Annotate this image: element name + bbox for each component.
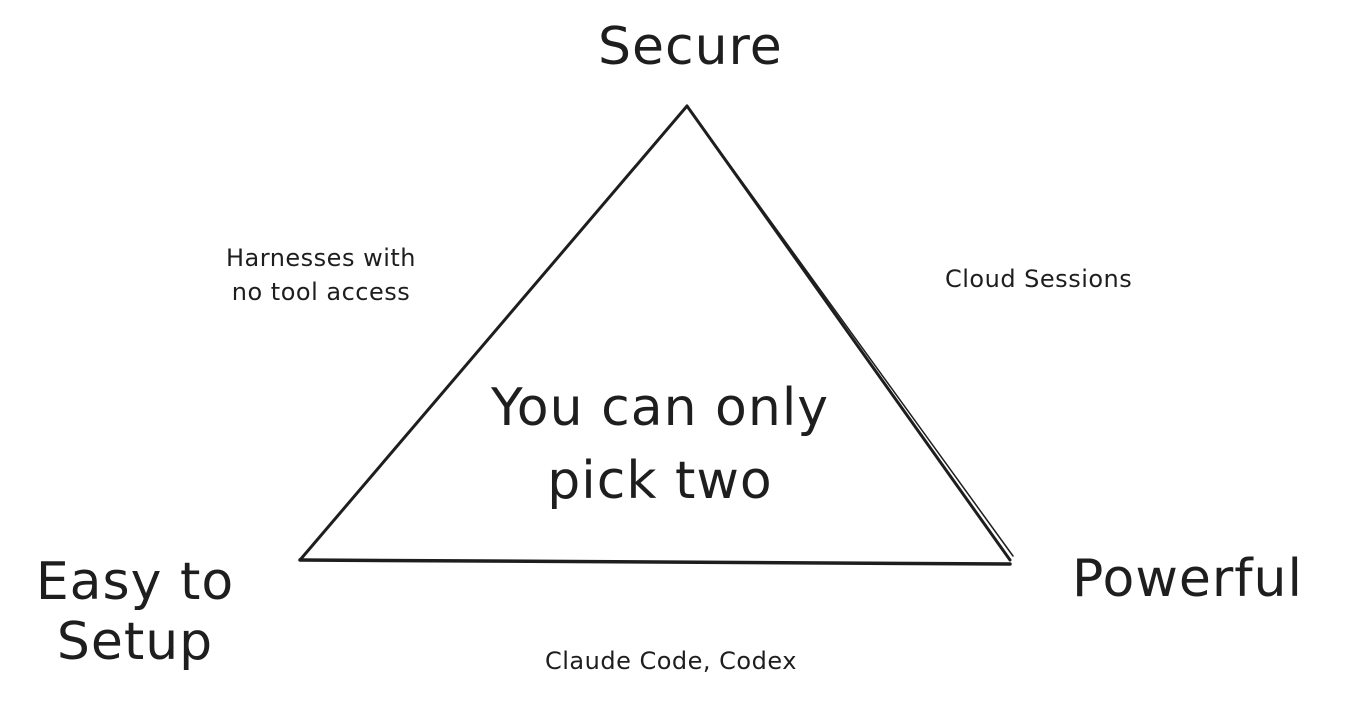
edge-label-left-line-1: Harnesses with	[226, 244, 416, 272]
triangle-bottom-edge	[298, 558, 1012, 566]
edge-label-left-line-2: no tool access	[231, 277, 411, 306]
vertex-label-easy-line-1: Easy to	[35, 552, 235, 612]
center-caption-line-2: pick two	[547, 450, 773, 511]
center-caption-line-1: You can only	[490, 378, 830, 438]
vertex-label-easy-line-2: Setup	[56, 611, 214, 672]
triangle-right-edge	[685, 104, 1012, 562]
triangle-left-edge	[298, 104, 689, 562]
vertex-label-powerful: Powerful	[1072, 549, 1303, 609]
triangle-right-edge-sketch	[689, 109, 1014, 557]
edge-label-right: Cloud Sessions	[945, 265, 1133, 293]
edge-label-bottom: Claude Code, Codex	[545, 647, 797, 675]
center-caption: You can only pick two	[460, 372, 860, 518]
vertex-label-easy-to-setup: Easy to Setup	[10, 552, 260, 673]
edge-label-left: Harnesses with no tool access	[216, 242, 426, 309]
vertex-label-secure: Secure	[598, 17, 783, 77]
